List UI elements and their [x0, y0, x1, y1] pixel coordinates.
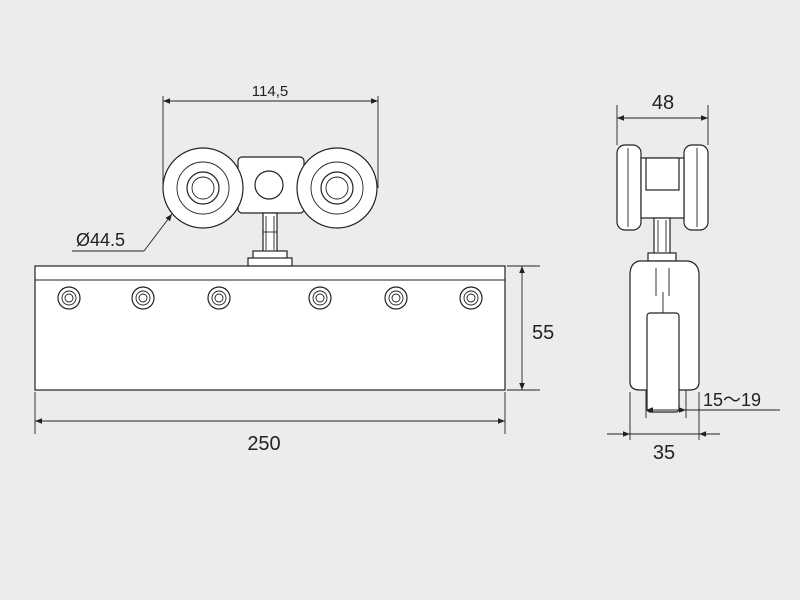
screw-5: [384, 286, 408, 310]
screw-6: [459, 286, 483, 310]
side-roller-in-rail: [646, 312, 680, 413]
roller-carriage: [162, 147, 378, 267]
rail-screws: [57, 286, 483, 310]
carriage-stem: [262, 212, 278, 254]
carriage-center-hole: [254, 170, 284, 200]
side-roller-left: [616, 144, 642, 231]
side-view: 48 15～19 35: [607, 92, 780, 464]
side-rail-section: [629, 260, 700, 413]
dimension-rail-width: 35: [607, 392, 720, 464]
screw-4: [308, 286, 332, 310]
side-roller-right: [683, 144, 709, 231]
carriage-plate: [237, 156, 305, 214]
dimension-rail-height: 55: [507, 265, 554, 391]
dimension-label-35: 35: [653, 442, 675, 464]
dimension-label-48: 48: [652, 92, 674, 114]
screw-2: [131, 286, 155, 310]
dimension-rail-length: 250: [34, 392, 506, 455]
dimension-label-15-19: 15～19: [703, 390, 761, 410]
rail-profile: [34, 265, 506, 391]
screw-3: [207, 286, 231, 310]
left-wheel: [162, 147, 244, 229]
side-nut: [647, 252, 677, 262]
dimension-label-250: 250: [247, 433, 280, 455]
dimension-roller-width: 48: [616, 92, 709, 145]
front-view: 114,5 Ø44.5 55 250: [34, 83, 554, 455]
dimension-label-55: 55: [532, 322, 554, 344]
side-stem: [653, 217, 671, 255]
side-rollers: [616, 144, 709, 231]
right-wheel: [296, 147, 378, 229]
washer: [247, 257, 293, 267]
dimension-label-114-5: 114,5: [252, 83, 288, 100]
dimension-wheel-diameter: Ø44.5: [72, 213, 173, 252]
rail-body: [34, 265, 506, 391]
screw-1: [57, 286, 81, 310]
side-carriage-top: [645, 157, 680, 191]
dimension-slot-range: 15～19: [645, 390, 780, 418]
dimension-label-diameter: Ø44.5: [76, 230, 125, 250]
dimension-wheel-distance: 114,5: [162, 83, 379, 188]
